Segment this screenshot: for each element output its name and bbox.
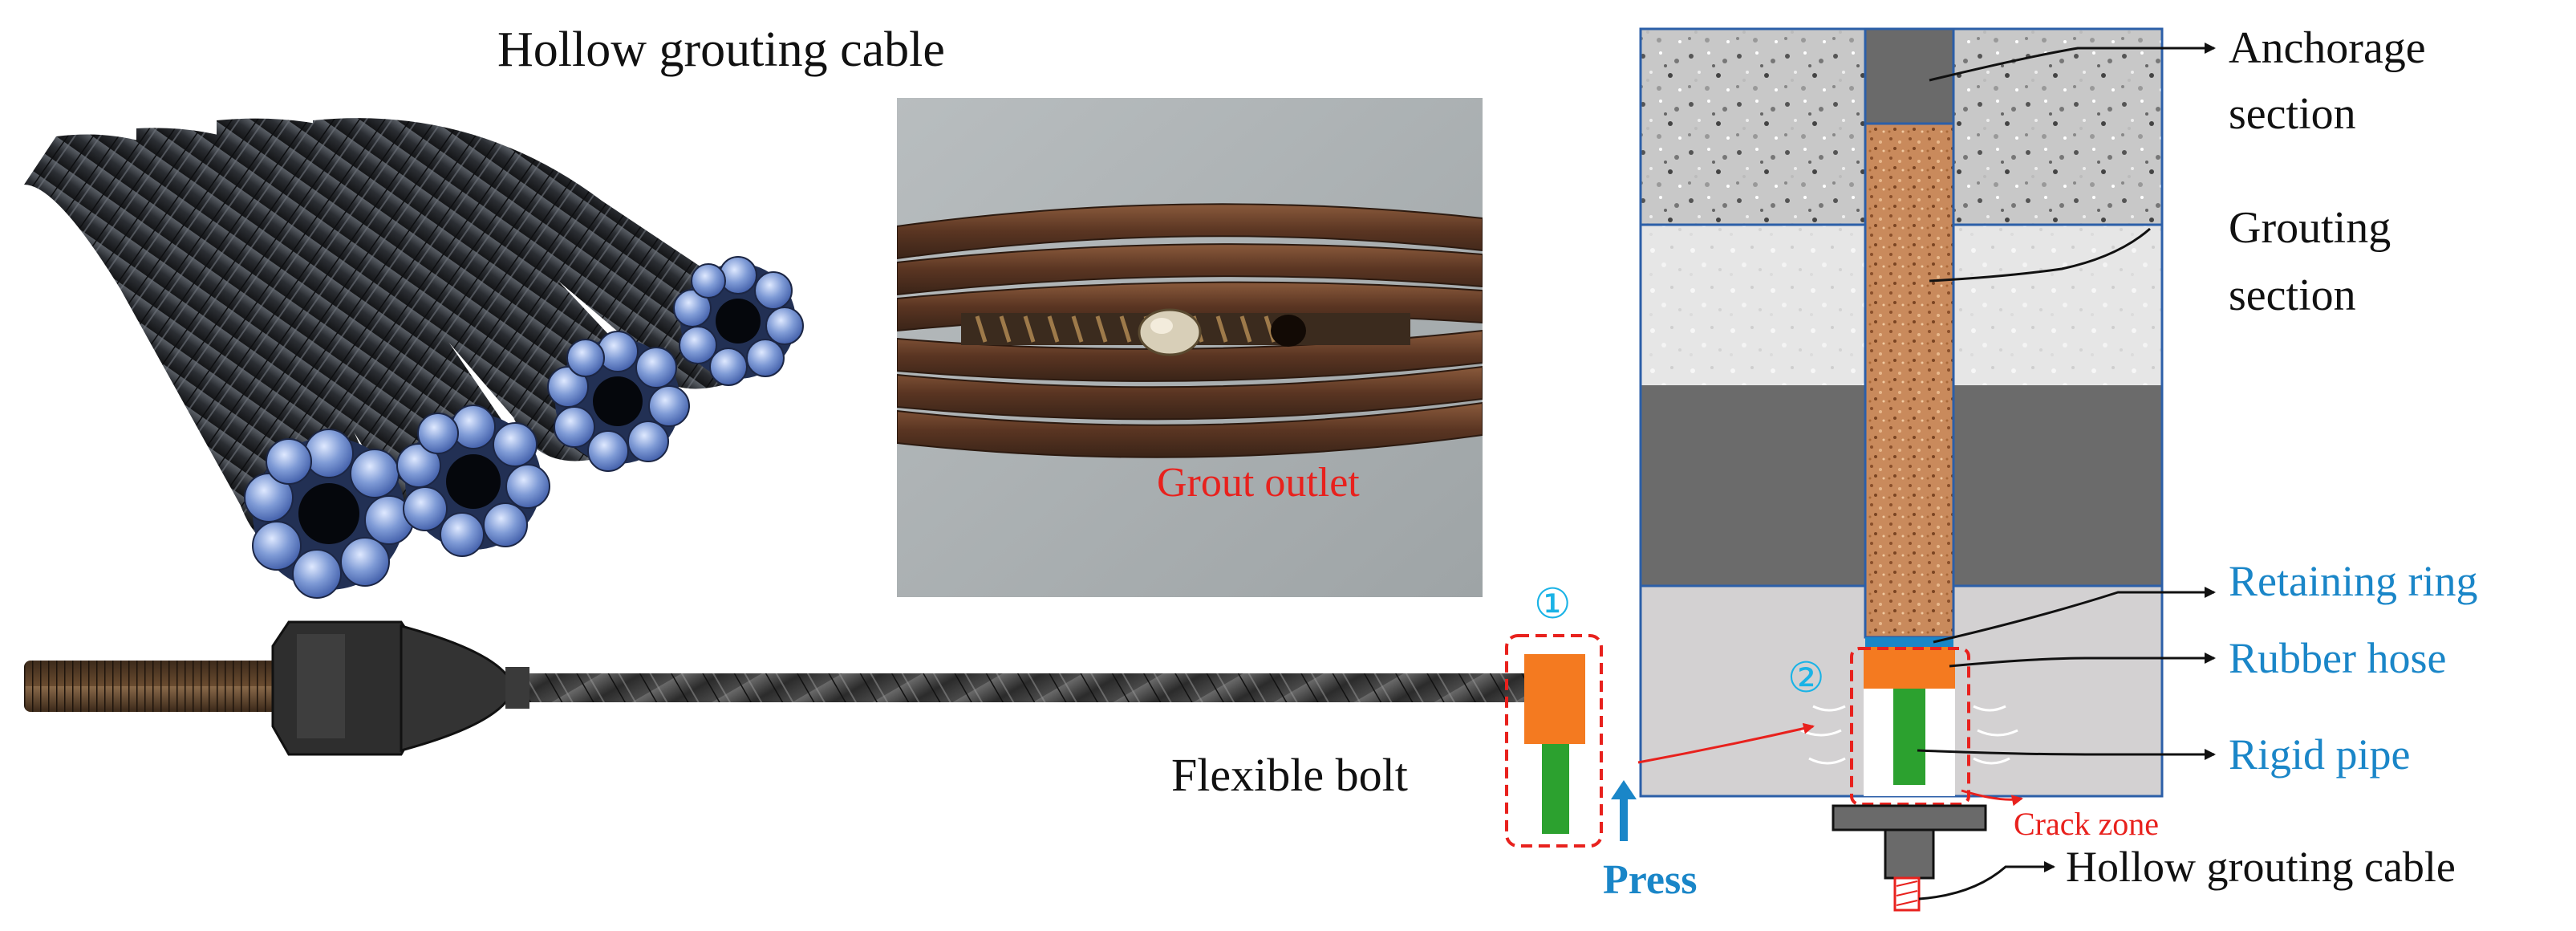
retaining-ring bbox=[1865, 637, 1953, 647]
bolt-thread bbox=[24, 661, 321, 712]
label-hollow-grouting-cable-bottom: Hollow grouting cable bbox=[2066, 843, 2456, 891]
title-hollow-grouting-cable: Hollow grouting cable bbox=[497, 22, 945, 77]
leader-rigid-pipe bbox=[1917, 749, 2216, 760]
crack-zone-arrow bbox=[1961, 789, 2023, 807]
outlet-plug bbox=[1138, 308, 1202, 356]
bearing-stem bbox=[1884, 828, 1935, 880]
arrow-up-icon bbox=[1611, 780, 1637, 841]
transfer-arrow bbox=[1637, 722, 1815, 764]
label-grouting-1: Grouting bbox=[2229, 203, 2391, 253]
leader-hollow-cable bbox=[1918, 861, 2055, 901]
leader-retaining-ring bbox=[1933, 587, 2216, 644]
label-rigid-pipe: Rigid pipe bbox=[2229, 730, 2411, 779]
label-anchorage-1: Anchorage bbox=[2229, 23, 2426, 73]
anchor-head bbox=[1864, 27, 1955, 125]
label-flexible-bolt: Flexible bolt bbox=[1171, 749, 1408, 801]
label-rubber-hose: Rubber hose bbox=[2229, 634, 2446, 682]
leader-anchorage bbox=[1929, 43, 2216, 82]
step1-callout-box bbox=[1505, 634, 1603, 848]
step2-callout-box bbox=[1850, 647, 1970, 806]
rubber-hose bbox=[1864, 647, 1955, 689]
label-retaining-ring: Retaining ring bbox=[2229, 557, 2477, 605]
step1-rubber-hose bbox=[1524, 654, 1585, 744]
cable-body bbox=[313, 118, 758, 389]
grout-outlet-photo bbox=[897, 98, 1483, 597]
label-crack-zone: Crack zone bbox=[2014, 806, 2159, 842]
label-grouting-2: section bbox=[2229, 270, 2356, 320]
bearing-plate bbox=[1832, 804, 1987, 831]
label-anchorage-2: section bbox=[2229, 89, 2356, 139]
flexible-bolt-photo bbox=[24, 620, 1532, 756]
leader-grouting bbox=[1929, 227, 2151, 283]
cable-end-2 bbox=[396, 405, 550, 557]
step1-rigid-pipe bbox=[1542, 744, 1569, 834]
label-grout-outlet: Grout outlet bbox=[1157, 460, 1360, 506]
rusty-strand-bundle bbox=[897, 203, 1483, 458]
label-step2: ② bbox=[1787, 654, 1825, 702]
cable-end-4 bbox=[673, 256, 804, 386]
outlet-hole bbox=[1271, 315, 1306, 347]
leader-rubber-hose bbox=[1949, 653, 2216, 668]
rigid-pipe bbox=[1893, 689, 1925, 785]
grout-column bbox=[1864, 122, 1955, 639]
bolt-collar bbox=[505, 667, 529, 709]
cable-end-1 bbox=[244, 429, 414, 599]
label-step1: ① bbox=[1534, 580, 1572, 628]
cable-end-3 bbox=[547, 331, 690, 472]
label-press: Press bbox=[1603, 857, 1697, 903]
hollow-cable-bundle-photo bbox=[24, 118, 804, 599]
cable-body bbox=[217, 118, 645, 461]
bolt-strand bbox=[441, 673, 1532, 702]
cable-tail-hatch bbox=[1896, 880, 1918, 906]
